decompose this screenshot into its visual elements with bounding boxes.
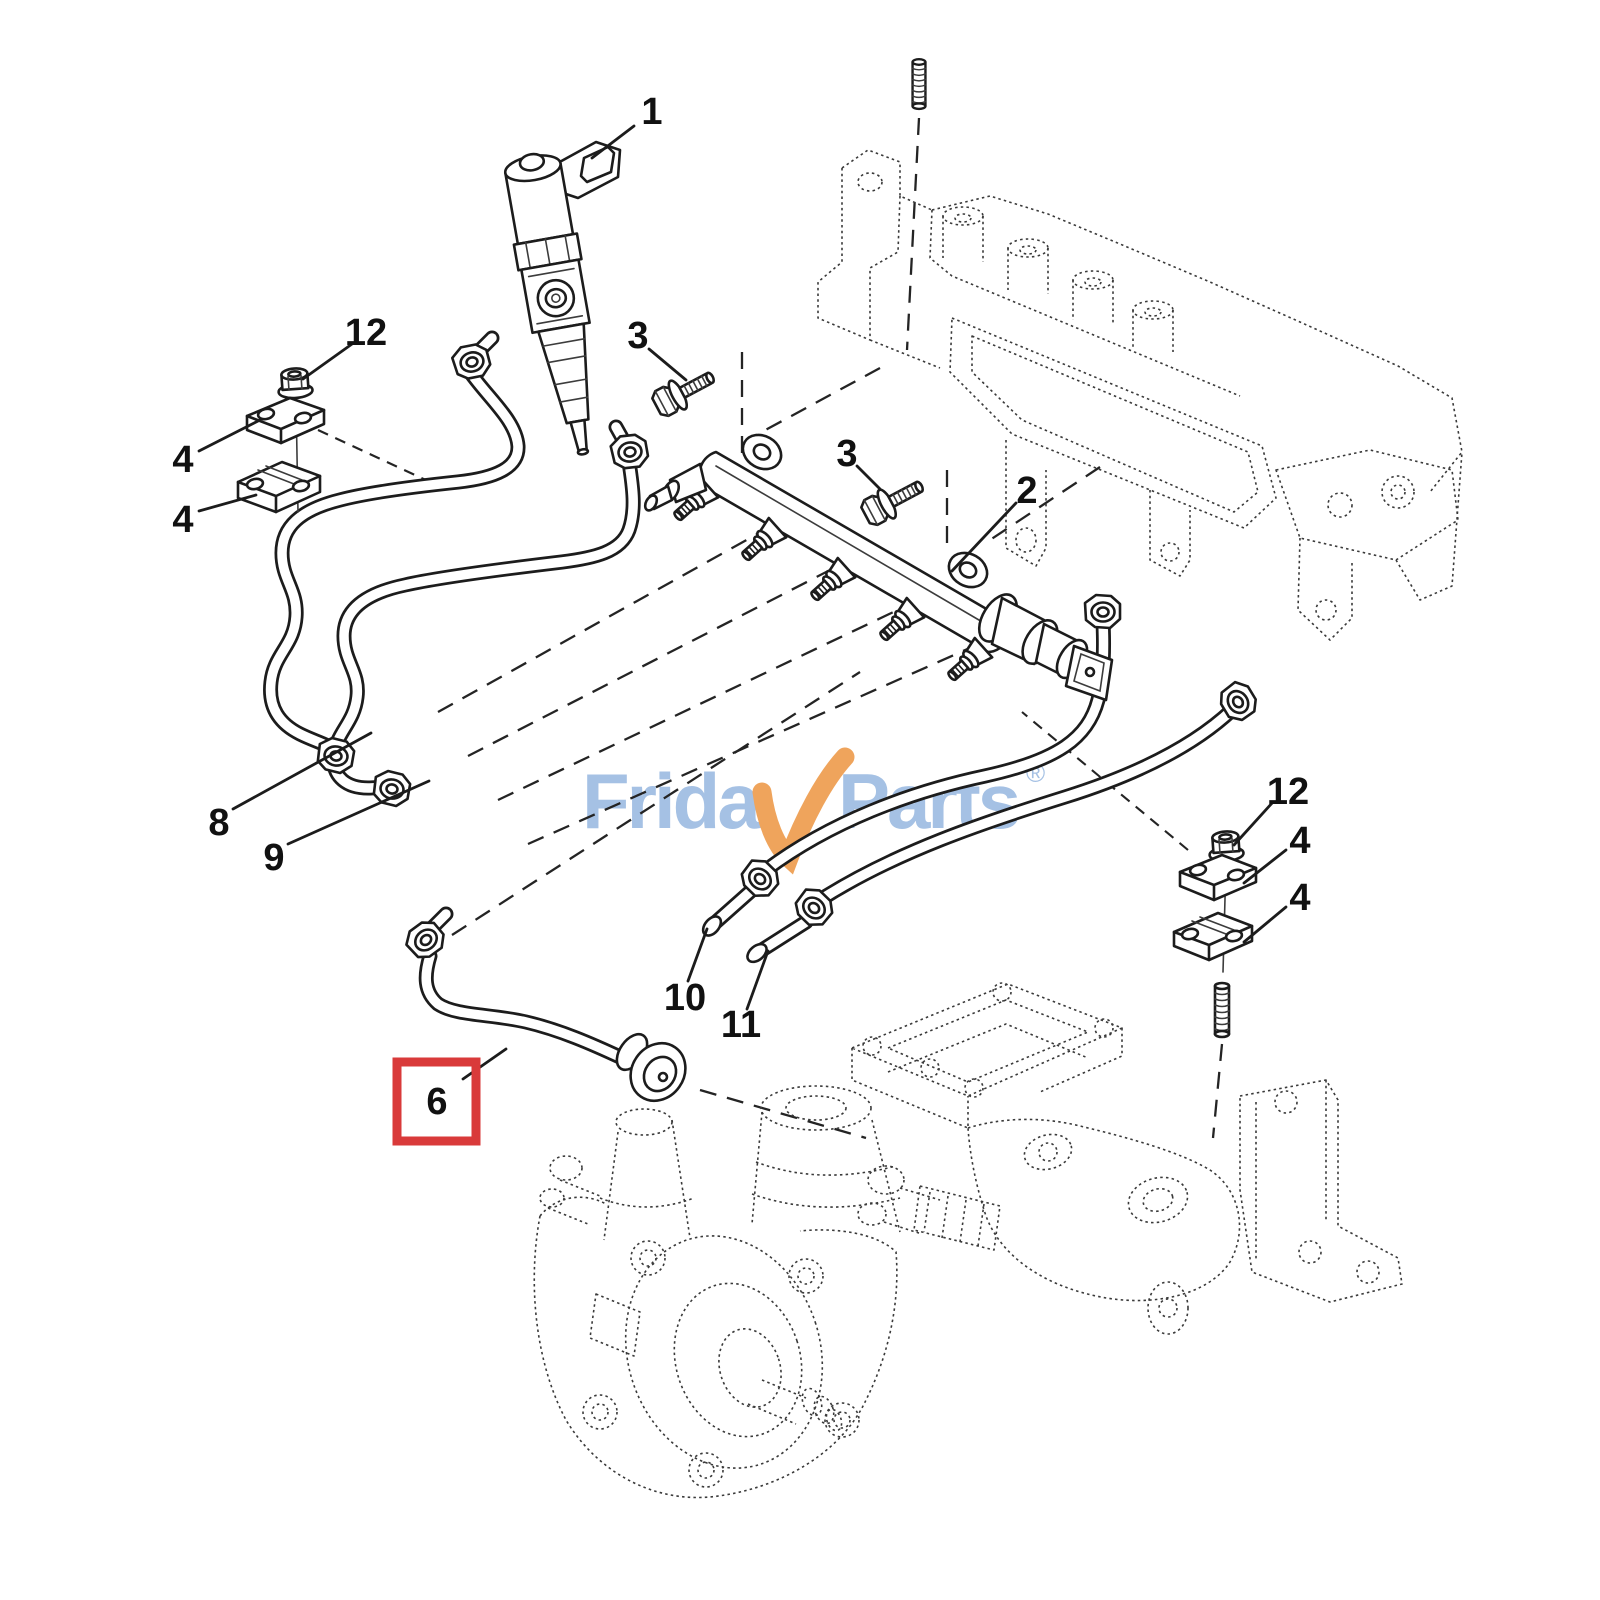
callout-11: 11 [721, 1004, 761, 1046]
manifold-stud-top [911, 58, 927, 111]
injection-pump-phantom [533, 1085, 901, 1499]
gear-housing-phantom [851, 982, 1403, 1335]
fuel-line-11 [746, 702, 1240, 964]
clamp-lower-left [236, 460, 322, 514]
clamp-stud-right [1213, 981, 1231, 1039]
callout-12-left: 12 [345, 312, 387, 354]
callout-1: 1 [641, 91, 662, 133]
fuel-rail [643, 433, 1114, 702]
callout-4-right-lower: 4 [1289, 877, 1310, 919]
clamp-stack-left [236, 366, 326, 514]
callout-6-highlighted: 6 [426, 1081, 447, 1123]
cylinder-head-phantom [817, 149, 1463, 641]
callout-leader-lines [197, 124, 1288, 1081]
clamp-upper-right [1178, 853, 1258, 902]
watermark-text-prefix: Frida [582, 757, 761, 845]
callout-9: 9 [263, 837, 284, 879]
callout-8: 8 [208, 802, 229, 844]
clamp-lower-right [1172, 911, 1254, 962]
highlight-box-part-6 [392, 1057, 481, 1146]
callout-12-right: 12 [1267, 771, 1309, 813]
clamp-stack-right [1172, 829, 1258, 1039]
callout-3-mid: 3 [836, 433, 857, 475]
callout-10: 10 [664, 977, 706, 1019]
clamp-upper-left [245, 396, 326, 445]
rail-bolt-right [856, 470, 931, 531]
callout-4-left-lower: 4 [172, 499, 193, 541]
fuel-line-8 [263, 364, 526, 760]
callout-4-left-upper: 4 [172, 439, 193, 481]
callout-2: 2 [1016, 470, 1037, 512]
assembly-alignment-lines [317, 117, 1224, 1140]
callout-3-top: 3 [627, 315, 648, 357]
rail-pressure-regulator [977, 593, 1114, 702]
clamp-nut-left [275, 366, 315, 401]
callout-labels: 1 12 4 4 3 3 2 8 9 10 11 6 12 4 4 [172, 91, 1310, 1123]
rail-mount-eye [947, 551, 989, 589]
rail-bolt-left [647, 361, 722, 422]
fuel-line-6 [418, 906, 687, 1103]
rail-mount-eye [741, 433, 783, 471]
callout-4-right-upper: 4 [1289, 820, 1310, 862]
